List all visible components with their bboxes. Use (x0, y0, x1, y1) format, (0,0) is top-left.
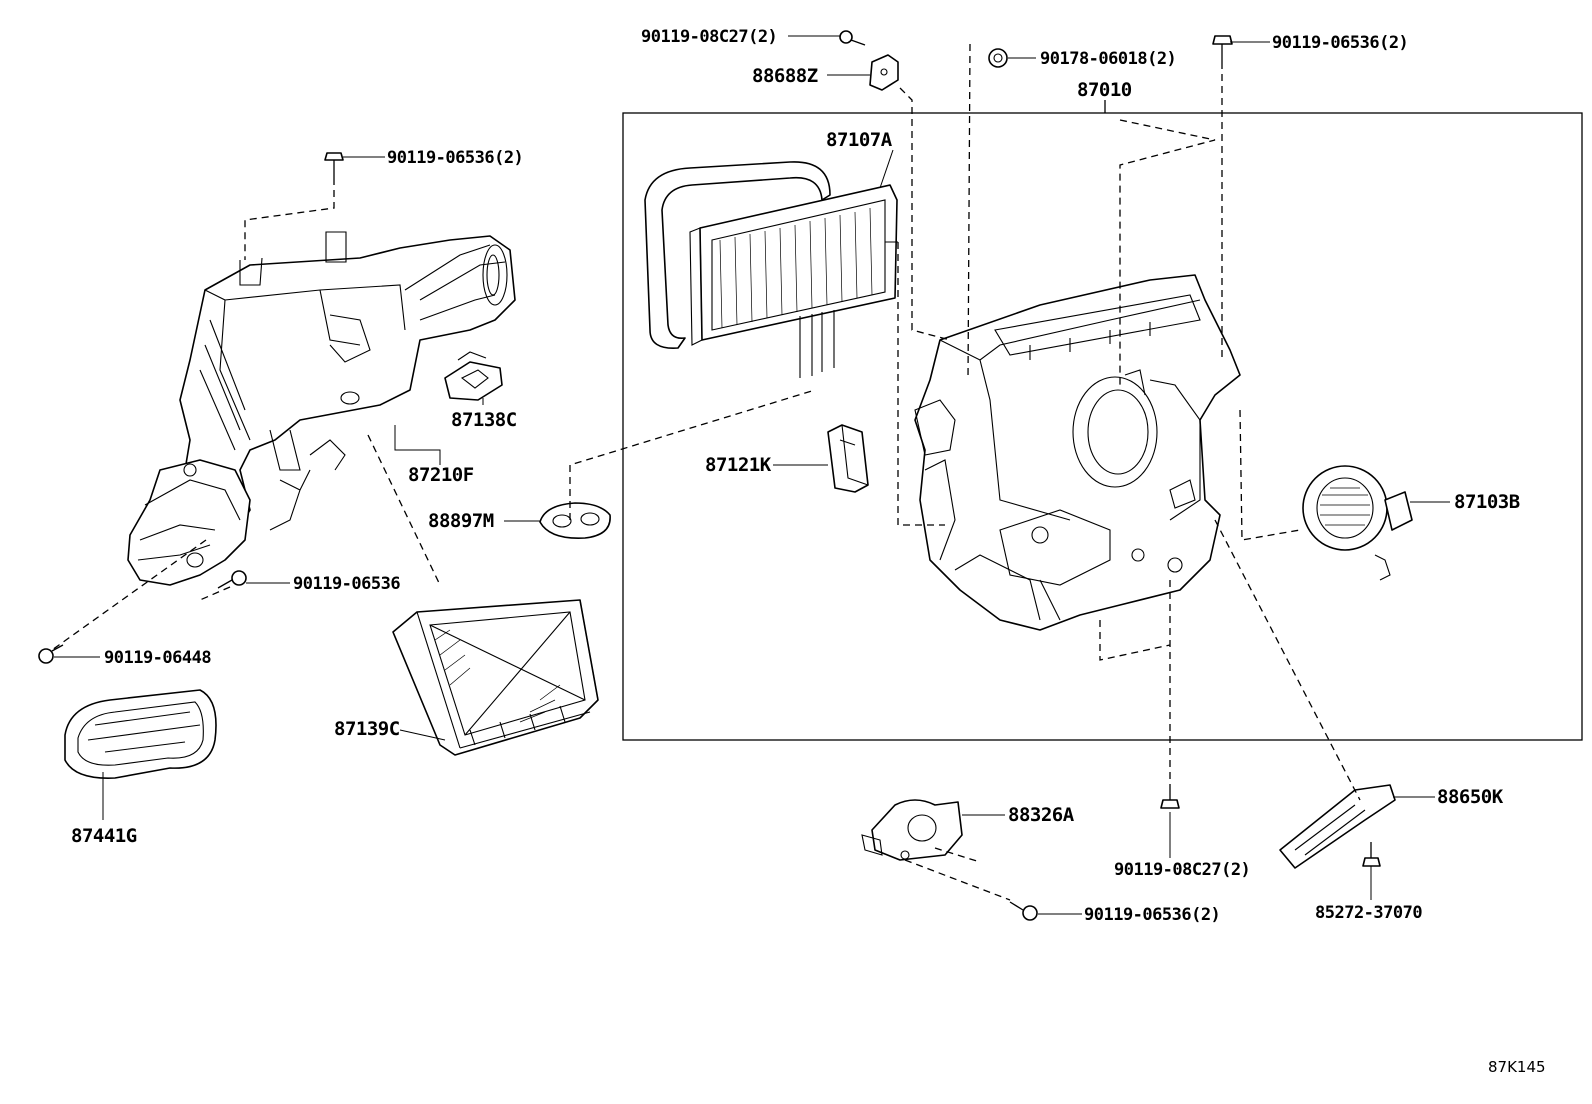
label-90119-06536-mid: 90119-06536 (293, 574, 400, 594)
servo-88326a-drawing (861, 799, 963, 861)
label-87010: 87010 (1077, 79, 1132, 101)
label-88688z: 88688Z (752, 65, 818, 87)
amplifier-88650k-drawing (1279, 784, 1396, 869)
screw-90119-06536-mid (217, 570, 247, 589)
screw-90119-06448 (38, 644, 64, 664)
label-90119-06448: 90119-06448 (104, 648, 211, 668)
assembly-frame (622, 112, 1583, 741)
bracket-88688z-drawing (869, 54, 899, 91)
screw-85272-37070 (1362, 842, 1381, 867)
actuator-87138c-drawing (444, 351, 503, 401)
diagram-code: 87K145 (1488, 1058, 1546, 1076)
filter-87139c-drawing (392, 599, 599, 756)
label-90119-06536-top-right: 90119-06536(2) (1272, 33, 1408, 53)
label-90119-06536-bottom: 90119-06536(2) (1084, 905, 1220, 925)
label-87121k: 87121K (705, 454, 772, 476)
screw-90119-06536-top-right (1212, 35, 1233, 62)
duct-87441g-drawing (64, 689, 217, 779)
bracket-87121k-drawing (827, 424, 869, 493)
screw-90119-08c27-top (839, 30, 866, 46)
label-85272-37070: 85272-37070 (1315, 903, 1422, 923)
label-88326a: 88326A (1008, 804, 1075, 826)
label-87210f: 87210F (408, 464, 474, 486)
label-87103b: 87103B (1454, 491, 1520, 513)
blower-motor-87103b-drawing (1302, 465, 1413, 581)
label-87139c: 87139C (334, 718, 400, 740)
label-90178-06018: 90178-06018(2) (1040, 49, 1176, 69)
heater-case-drawing (914, 274, 1241, 631)
label-87441g: 87441G (71, 825, 137, 847)
blower-case-drawing (127, 231, 516, 586)
label-87138c: 87138C (451, 409, 517, 431)
label-87107a: 87107A (826, 129, 893, 151)
screw-90119-06536-top-left (324, 152, 344, 178)
screw-90119-08c27-bottom (1160, 790, 1180, 809)
screw-90119-06536-bottom (1009, 901, 1038, 921)
grommet-88897m-drawing (539, 502, 611, 539)
label-90119-06536-top-left: 90119-06536(2) (387, 148, 523, 168)
label-88897m: 88897M (428, 510, 494, 532)
label-90119-08c27-bottom: 90119-08C27(2) (1114, 860, 1250, 880)
label-90119-08c27-top: 90119-08C27(2) (641, 27, 777, 47)
evaporator-87107a-drawing (644, 161, 898, 378)
label-88650k: 88650K (1437, 786, 1504, 808)
nut-90178-06018 (988, 48, 1008, 68)
